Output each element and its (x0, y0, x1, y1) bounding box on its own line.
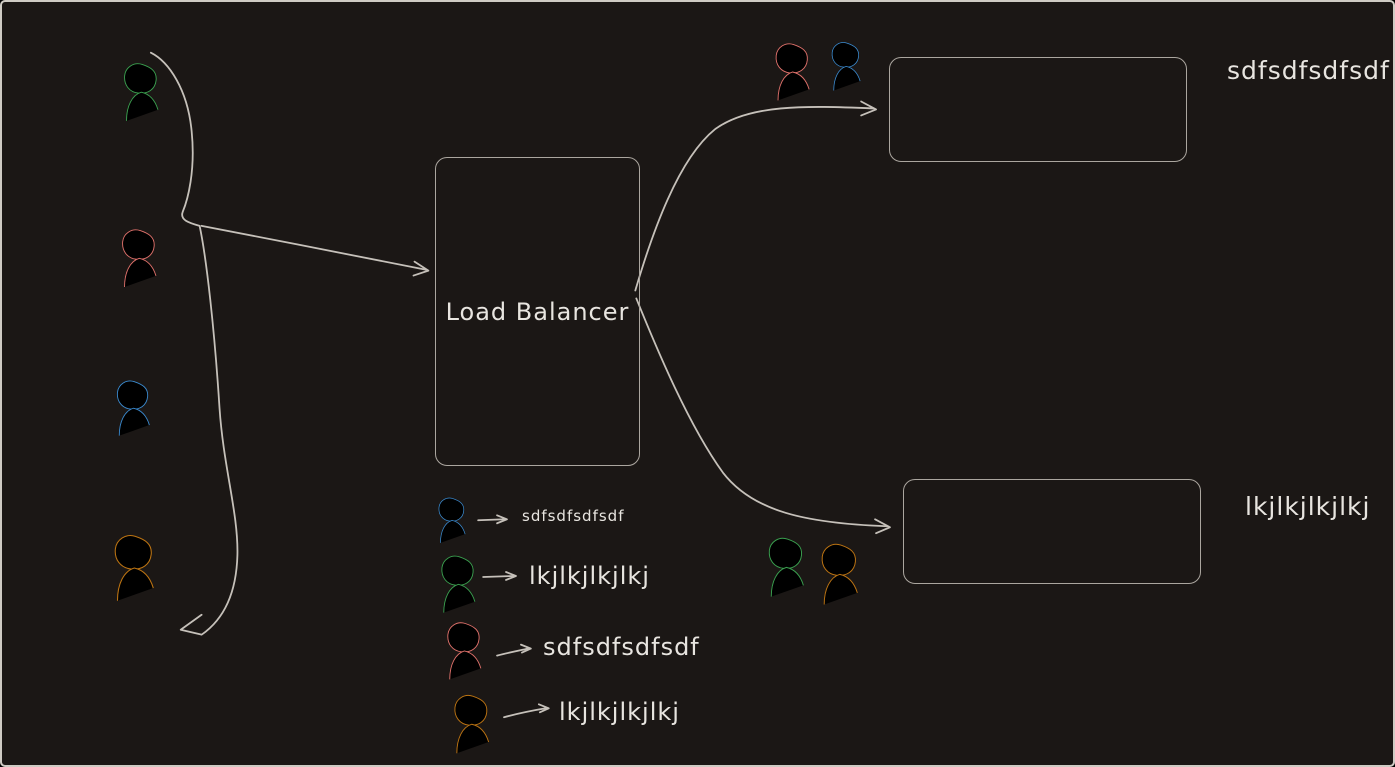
legend-label-orange[interactable]: lkjlkjlkjlkj (559, 698, 680, 726)
legend-user-icon-orange[interactable] (454, 694, 490, 754)
legend-arrow-4[interactable] (503, 703, 550, 719)
user-icon-blue-top-server[interactable] (831, 42, 861, 91)
user-icon-orange[interactable] (114, 535, 154, 602)
server-bottom-label[interactable]: lkjlkjlkjlkj (1245, 492, 1371, 521)
user-icon-green-bottom-server[interactable] (768, 537, 804, 598)
user-icon-red[interactable] (122, 229, 157, 288)
legend-label-blue[interactable]: sdfsdfsdfsdf (522, 507, 625, 525)
server-bottom-box[interactable] (903, 479, 1201, 584)
server-top-box[interactable] (889, 57, 1187, 162)
server-top-label[interactable]: sdfsdfsdfsdf (1227, 56, 1390, 85)
arrow-lb-to-server-top[interactable] (634, 100, 877, 292)
load-balancer-box[interactable]: Load Balancer (435, 157, 640, 466)
legend-user-icon-blue[interactable] (438, 497, 466, 544)
legend-arrow-1[interactable] (477, 514, 508, 525)
legend-user-icon-red[interactable] (447, 622, 482, 680)
legend-label-red[interactable]: sdfsdfsdfsdf (543, 633, 700, 661)
arrow-lb-to-server-bottom[interactable] (635, 297, 891, 535)
load-balancer-label: Load Balancer (445, 297, 630, 326)
legend-arrow-3[interactable] (496, 643, 532, 657)
legend-arrow-2[interactable] (482, 571, 517, 581)
user-icon-blue[interactable] (116, 380, 150, 437)
user-icon-orange-bottom-server[interactable] (821, 543, 858, 606)
user-icon-green[interactable] (124, 63, 159, 122)
arrow-clients-to-load-balancer[interactable] (200, 224, 430, 277)
legend-label-green[interactable]: lkjlkjlkjlkj (529, 562, 650, 590)
user-icon-red-top-server[interactable] (775, 43, 810, 101)
legend-user-icon-green[interactable] (441, 555, 476, 614)
clients-group-squiggle[interactable] (149, 51, 239, 636)
